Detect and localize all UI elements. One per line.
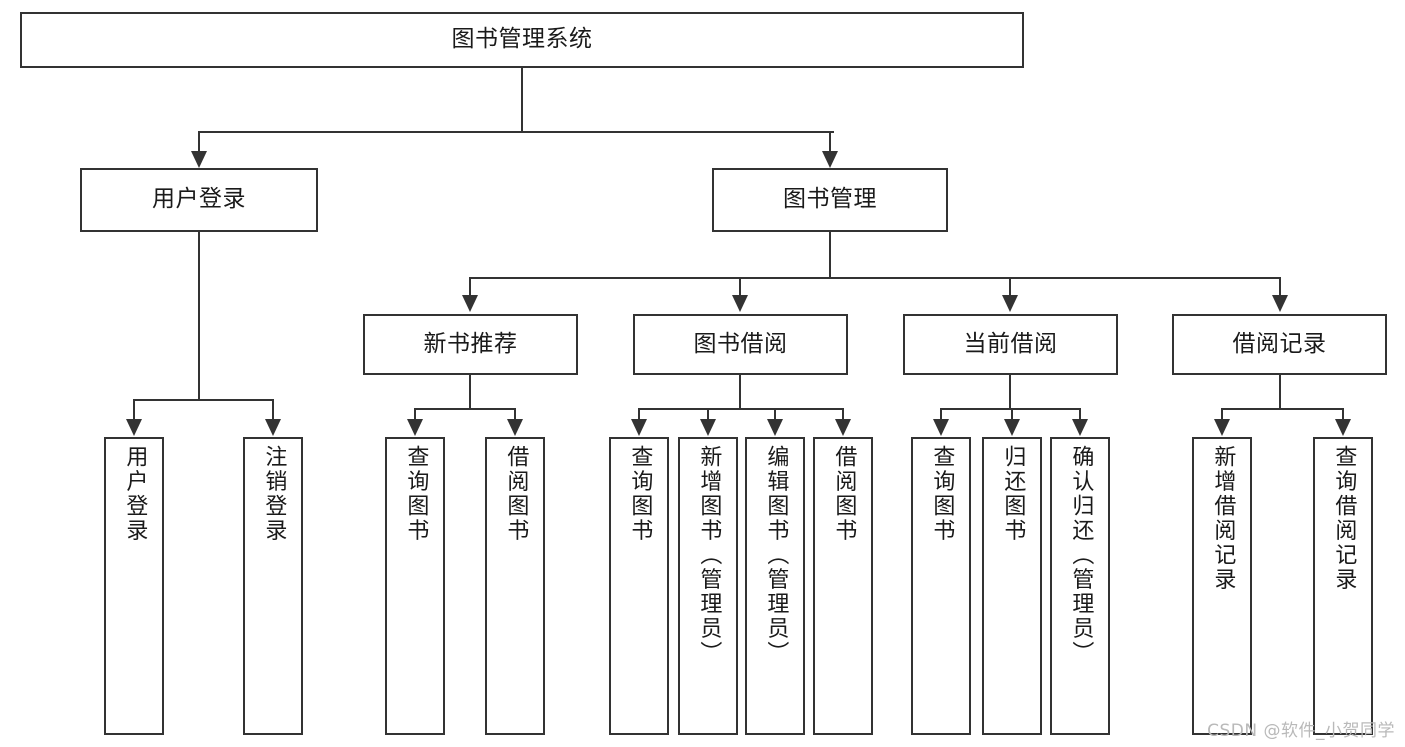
- node-book-manage-label: 图书管理: [783, 186, 877, 213]
- node-leaf-edit-book-label: 编辑图书（管理员）: [763, 445, 789, 666]
- arrow-to-current-borrow: [1002, 295, 1018, 312]
- connector-borrow-record-to-leaf-1: [1221, 408, 1223, 420]
- node-leaf-edit-book[interactable]: 编辑图书（管理员）: [745, 437, 805, 735]
- node-leaf-borrow-book-1[interactable]: 借阅图书: [485, 437, 545, 735]
- node-root[interactable]: 图书管理系统: [20, 12, 1024, 68]
- node-root-label: 图书管理系统: [451, 26, 593, 53]
- connector-book-borrow-to-leaf-3: [774, 408, 776, 420]
- node-leaf-logout[interactable]: 注销登录: [243, 437, 303, 735]
- connector-to-current-borrow: [1009, 277, 1011, 297]
- connector-new-book-rec-stem: [469, 375, 471, 409]
- connector-root-to-book-manage: [829, 131, 831, 153]
- node-leaf-query-book-1[interactable]: 查询图书: [385, 437, 445, 735]
- connector-root-stem: [521, 68, 523, 132]
- node-leaf-query-record-label: 查询借阅记录: [1331, 445, 1357, 592]
- node-leaf-borrow-book-1-label: 借阅图书: [503, 445, 529, 543]
- connector-user-login-to-leaf-2: [272, 399, 274, 421]
- node-leaf-add-book[interactable]: 新增图书（管理员）: [678, 437, 738, 735]
- connector-current-borrow-bus: [940, 408, 1081, 410]
- node-leaf-confirm-return-label: 确认归还（管理员）: [1068, 445, 1094, 666]
- arrow-root-to-book-manage: [822, 151, 838, 168]
- connector-borrow-record-to-leaf-2: [1342, 408, 1344, 420]
- node-leaf-user-login-label: 用户登录: [122, 445, 148, 543]
- node-leaf-return-book[interactable]: 归还图书: [982, 437, 1042, 735]
- node-leaf-borrow-book-2[interactable]: 借阅图书: [813, 437, 873, 735]
- arrow-book-borrow-to-leaf-3: [767, 419, 783, 436]
- arrow-borrow-record-to-leaf-1: [1214, 419, 1230, 436]
- connector-root-to-user-login: [198, 131, 200, 153]
- node-leaf-return-book-label: 归还图书: [1000, 445, 1026, 543]
- node-leaf-user-login[interactable]: 用户登录: [104, 437, 164, 735]
- arrow-new-book-rec-to-leaf-1: [407, 419, 423, 436]
- arrow-new-book-rec-to-leaf-2: [507, 419, 523, 436]
- connector-user-login-bus: [133, 399, 274, 401]
- node-leaf-borrow-book-2-label: 借阅图书: [831, 445, 857, 543]
- connector-book-manage-bus: [469, 277, 1281, 279]
- arrow-borrow-record-to-leaf-2: [1335, 419, 1351, 436]
- node-current-borrow-label: 当前借阅: [963, 330, 1058, 357]
- node-book-borrow-label: 图书借阅: [693, 330, 788, 357]
- node-borrow-record[interactable]: 借阅记录: [1172, 314, 1387, 375]
- connector-book-borrow-to-leaf-4: [842, 408, 844, 420]
- connector-current-borrow-to-leaf-3: [1079, 408, 1081, 420]
- arrow-user-login-to-leaf-1: [126, 419, 142, 436]
- node-user-login[interactable]: 用户登录: [80, 168, 318, 232]
- arrow-book-borrow-to-leaf-4: [835, 419, 851, 436]
- node-leaf-query-book-2-label: 查询图书: [627, 445, 653, 543]
- arrow-current-borrow-to-leaf-3: [1072, 419, 1088, 436]
- arrow-book-borrow-to-leaf-2: [700, 419, 716, 436]
- node-borrow-record-label: 借阅记录: [1232, 330, 1327, 357]
- connector-book-borrow-to-leaf-1: [638, 408, 640, 420]
- node-leaf-logout-label: 注销登录: [261, 445, 287, 543]
- node-user-login-label: 用户登录: [152, 186, 246, 213]
- node-leaf-add-book-label: 新增图书（管理员）: [696, 445, 722, 666]
- connector-to-new-book-rec: [469, 277, 471, 297]
- connector-user-login-to-leaf-1: [133, 399, 135, 421]
- connector-book-borrow-bus: [638, 408, 843, 410]
- arrow-current-borrow-to-leaf-1: [933, 419, 949, 436]
- arrow-current-borrow-to-leaf-2: [1004, 419, 1020, 436]
- node-book-manage[interactable]: 图书管理: [712, 168, 948, 232]
- connector-new-book-rec-to-leaf-2: [514, 408, 516, 420]
- node-leaf-query-book-1-label: 查询图书: [403, 445, 429, 543]
- arrow-to-new-book-rec: [462, 295, 478, 312]
- node-new-book-rec[interactable]: 新书推荐: [363, 314, 578, 375]
- node-leaf-query-book-2[interactable]: 查询图书: [609, 437, 669, 735]
- arrow-to-borrow-record: [1272, 295, 1288, 312]
- arrow-user-login-to-leaf-2: [265, 419, 281, 436]
- node-leaf-query-record[interactable]: 查询借阅记录: [1313, 437, 1373, 735]
- connector-to-book-borrow: [739, 277, 741, 297]
- node-leaf-add-record[interactable]: 新增借阅记录: [1192, 437, 1252, 735]
- connector-current-borrow-stem: [1009, 375, 1011, 409]
- connector-borrow-record-stem: [1279, 375, 1281, 409]
- node-leaf-add-record-label: 新增借阅记录: [1210, 445, 1236, 592]
- connector-book-borrow-stem: [739, 375, 741, 409]
- connector-borrow-record-bus: [1221, 408, 1344, 410]
- node-new-book-rec-label: 新书推荐: [423, 330, 518, 357]
- connector-book-manage-stem: [829, 232, 831, 278]
- node-current-borrow[interactable]: 当前借阅: [903, 314, 1118, 375]
- arrow-book-borrow-to-leaf-1: [631, 419, 647, 436]
- connector-current-borrow-to-leaf-2: [1011, 408, 1013, 420]
- connector-book-borrow-to-leaf-2: [707, 408, 709, 420]
- node-leaf-query-book-3[interactable]: 查询图书: [911, 437, 971, 735]
- arrow-to-book-borrow: [732, 295, 748, 312]
- connector-new-book-rec-to-leaf-1: [414, 408, 416, 420]
- connector-root-bus: [198, 131, 834, 133]
- arrow-root-to-user-login: [191, 151, 207, 168]
- connector-new-book-rec-bus: [414, 408, 516, 410]
- connector-current-borrow-to-leaf-1: [940, 408, 942, 420]
- connector-user-login-stem: [198, 232, 200, 400]
- node-leaf-query-book-3-label: 查询图书: [929, 445, 955, 543]
- connector-to-borrow-record: [1279, 277, 1281, 297]
- node-leaf-confirm-return[interactable]: 确认归还（管理员）: [1050, 437, 1110, 735]
- node-book-borrow[interactable]: 图书借阅: [633, 314, 848, 375]
